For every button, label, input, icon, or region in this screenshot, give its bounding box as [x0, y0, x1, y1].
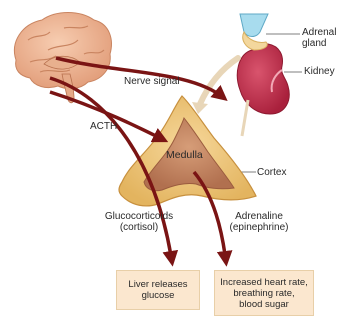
acth-label: ACTH [90, 121, 117, 132]
medulla-label: Medulla [166, 150, 203, 161]
glucocorticoids-label: Glucocorticoids (cortisol) [94, 211, 184, 233]
nerve-signal-label: Nerve signal [124, 76, 180, 87]
liver-outcome-box: Liver releases glucose [116, 270, 200, 310]
adrenal-gland-label: Adrenal gland [302, 27, 336, 49]
heart-outcome-box: Increased heart rate, breathing rate, bl… [214, 270, 314, 316]
adrenal-gland-small-illustration [240, 14, 268, 50]
zoom-arrow [200, 58, 238, 104]
cortex-label: Cortex [257, 167, 286, 178]
kidney-label: Kidney [304, 66, 335, 77]
adrenaline-label: Adrenaline (epinephrine) [222, 211, 296, 233]
kidney-illustration [237, 44, 289, 136]
brain-illustration [14, 13, 111, 103]
